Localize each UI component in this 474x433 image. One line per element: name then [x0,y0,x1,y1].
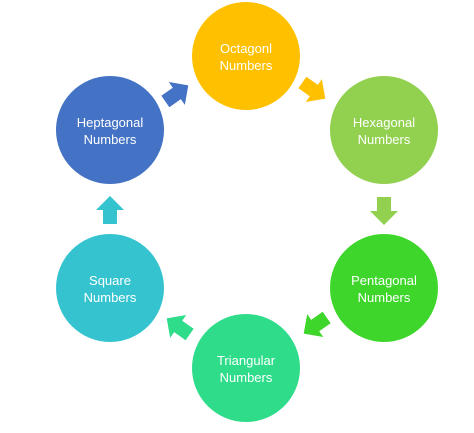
arrow-triangular-to-square [166,314,194,341]
node-square-line1: Square [89,273,131,288]
arrow-octagonl-to-hexagonal [298,76,326,103]
node-octagonl-line1: Octagonl [219,41,273,56]
node-pentagonal-label: Pentagonal Numbers [351,272,417,306]
node-triangular-line1: Triangular [216,353,276,368]
node-heptagonal-label: Heptagonal Numbers [77,114,144,148]
node-octagonl-line2: Numbers [219,58,273,73]
node-hexagonal-circle [330,76,438,184]
node-hexagonal-line1: Hexagonal [352,115,416,130]
node-pentagonal-line2: Numbers [357,290,411,305]
node-pentagonal-circle [330,234,438,342]
node-triangular-line2: Numbers [219,370,273,385]
node-hexagonal-label: Hexagonal Numbers [353,114,415,148]
node-hexagonal-line2: Numbers [357,132,411,147]
arrow-heptagonal-to-octagonl [161,81,189,108]
arrow-pentagonal-to-triangular [303,311,331,338]
node-square-label: Square Numbers [84,272,137,306]
arrow-square-to-heptagonal [96,196,124,224]
node-square-line2: Numbers [83,290,137,305]
node-triangular-label: Triangular Numbers [217,352,275,386]
arrow-hexagonal-to-pentagonal [370,197,398,225]
node-heptagonal-line2: Numbers [83,132,137,147]
node-square-circle [56,234,164,342]
node-octagonl-circle [192,2,300,110]
node-triangular-circle [192,314,300,422]
node-heptagonal-line1: Heptagonal [76,115,144,130]
node-octagonl-label: Octagonl Numbers [220,40,273,74]
node-pentagonal-line1: Pentagonal [351,273,417,288]
node-heptagonal-circle [56,76,164,184]
